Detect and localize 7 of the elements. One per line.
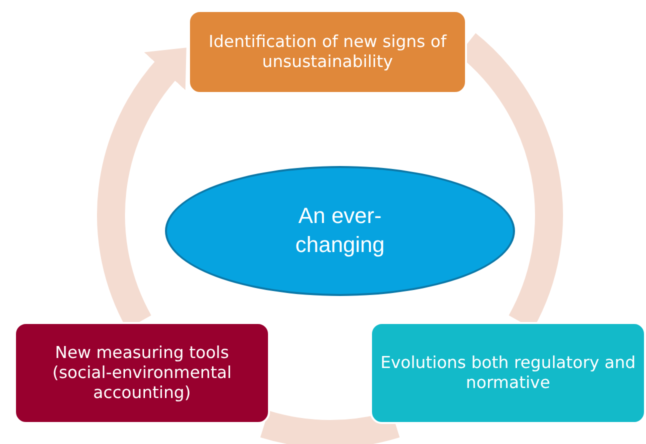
node-text: Identification of new signs of unsustainability [208,32,448,72]
node-text: Evolutions both regulatory and normative [379,353,637,393]
process-box [14,322,270,424]
node-text: New measuring tools (social-environmental accounting) [51,343,233,403]
process-box [188,10,467,94]
node-text: An ever-changing [294,202,386,259]
process-box [370,322,646,424]
